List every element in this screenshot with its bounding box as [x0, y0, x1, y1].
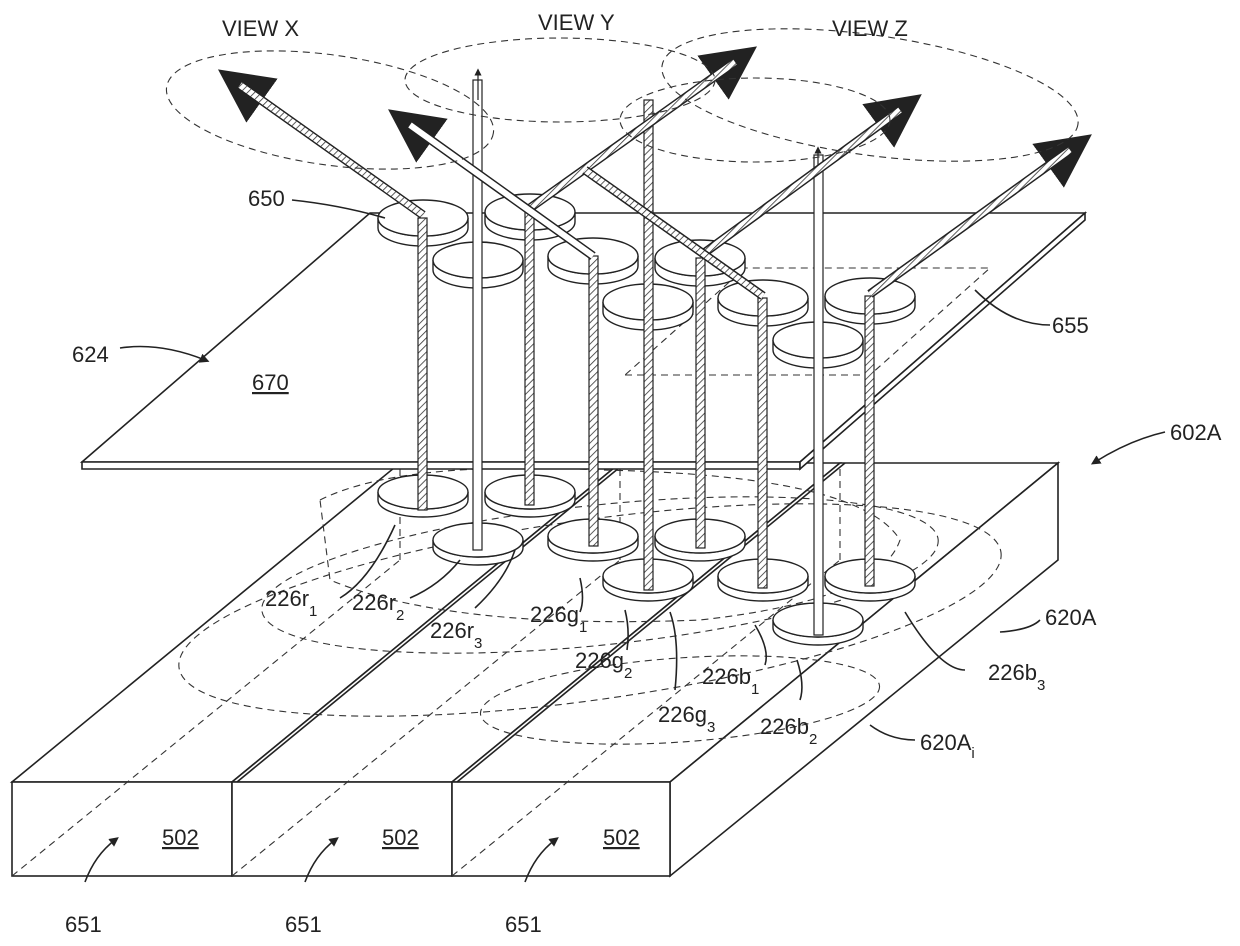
label-602a: 602A — [1170, 420, 1222, 445]
view-z-label: VIEW Z — [832, 16, 908, 41]
arrow-label-3: 651 — [505, 912, 542, 937]
label-620a: 620A — [1045, 605, 1097, 630]
label-620ai: 620Ai — [920, 730, 975, 762]
label-624: 624 — [72, 342, 109, 367]
block-stack — [12, 463, 1058, 876]
arrow-label-2: 651 — [285, 912, 322, 937]
view-x-label: VIEW X — [222, 16, 299, 41]
label-670: 670 — [252, 370, 289, 395]
emitter-label-b3: 226b3 — [988, 660, 1045, 694]
label-655: 655 — [1052, 313, 1089, 338]
view-y-label: VIEW Y — [538, 10, 615, 35]
arrow-label-1: 651 — [65, 912, 102, 937]
view-labels: VIEW X VIEW Y VIEW Z — [222, 10, 908, 41]
block-label-2: 502 — [382, 825, 419, 850]
label-650: 650 — [248, 186, 285, 211]
block-label-1: 502 — [162, 825, 199, 850]
block-label-3: 502 — [603, 825, 640, 850]
